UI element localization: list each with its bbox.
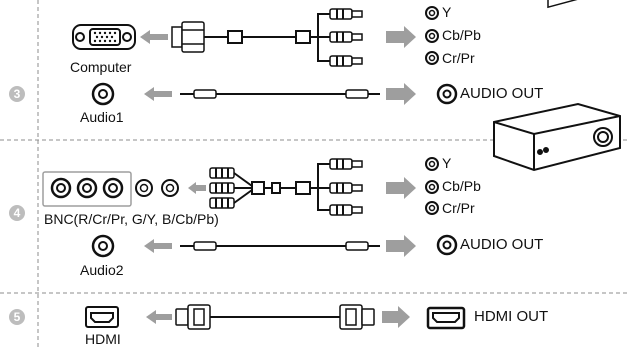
hdmi-out-label: HDMI OUT: [474, 308, 549, 325]
section-number-3: 3: [9, 86, 25, 102]
audio2-jack-icon: [91, 234, 115, 258]
arrow-to-audio1-icon: [144, 87, 172, 101]
bnc-plug-rings: [215, 168, 229, 208]
y-label-top: Y: [442, 4, 452, 20]
hdmi-out-port-icon: [426, 306, 466, 330]
bnc-port-group-box: [42, 171, 132, 207]
arrow-to-audio2-icon: [144, 239, 172, 253]
arrow-to-hdmi-out-icon: [382, 306, 410, 328]
rca-plug-rings-top: [336, 9, 344, 66]
computer-label: Computer: [70, 59, 132, 75]
y-label-bottom: Y: [442, 155, 452, 171]
audio-out-label-bottom: AUDIO OUT: [460, 236, 544, 253]
bnc-to-component-cable: [233, 163, 330, 211]
audio1-jack-icon: [91, 82, 115, 106]
hdmi-port-icon: [85, 306, 119, 328]
component-out-jacks-top: [425, 6, 439, 65]
cbpb-label-bottom: Cb/Pb: [442, 178, 481, 194]
bnc-label: BNC(R/Cr/Pr, G/Y, B/Cb/Pb): [44, 211, 219, 227]
audio2-label: Audio2: [80, 262, 124, 278]
hdmi-label: HDMI: [85, 331, 121, 347]
audio1-label: Audio1: [80, 109, 124, 125]
arrow-to-audio-out1-icon: [386, 83, 416, 105]
component-out-jacks-bottom: [425, 157, 439, 215]
section-number-5: 5: [9, 309, 25, 325]
audio-out-label-top: AUDIO OUT: [460, 85, 544, 102]
crpr-label-top: Cr/Pr: [442, 50, 475, 66]
vga-plug-icon: [171, 21, 205, 53]
cbpb-label-top: Cb/Pb: [442, 27, 481, 43]
projector-icon: [493, 0, 621, 172]
computer-vga-port-icon: [72, 24, 136, 50]
bnc-ports-icon: [50, 177, 179, 199]
section-number-4: 4: [9, 205, 25, 221]
crpr-label-bottom: Cr/Pr: [442, 200, 475, 216]
rca-plug-rings-bottom: [336, 159, 344, 215]
arrow-to-hdmi-icon: [146, 310, 172, 324]
audio-out2-jack-icon: [436, 234, 458, 256]
arrow-to-bnc-icon: [188, 182, 206, 194]
vga-pins: [93, 31, 117, 43]
arrow-to-component-out2-icon: [386, 177, 416, 199]
rca-plugs-top: [329, 8, 363, 67]
hdmi-cable: [175, 304, 375, 330]
audio-cable-1: [180, 89, 380, 99]
vga-to-component-cable: [204, 13, 330, 62]
rca-plugs-bottom: [329, 158, 363, 216]
audio-cable-2: [180, 241, 380, 251]
arrow-to-component-out-icon: [386, 26, 416, 48]
audio-out1-jack-icon: [436, 83, 458, 105]
arrow-to-computer-icon: [140, 30, 168, 44]
arrow-to-audio-out2-icon: [386, 235, 416, 257]
